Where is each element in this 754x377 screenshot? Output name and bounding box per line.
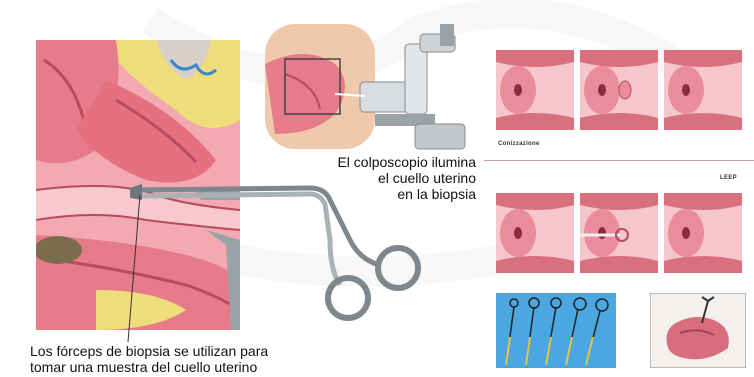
- colposcope-caption-line2: el cuello uterino: [276, 170, 476, 186]
- leep-panel-2: [580, 193, 658, 273]
- leep-panels: [496, 193, 746, 278]
- colposcope-caption-line1: El colposcopio ilumina: [276, 154, 476, 170]
- leep-panel-1: [496, 193, 574, 273]
- colposcope-caption-line3: en la biopsia: [276, 186, 476, 202]
- leep-electrodes-panel: [496, 293, 616, 368]
- conization-panel-1: [496, 50, 574, 130]
- forceps-caption: Los fórceps de biopsia se utilizan para …: [30, 343, 360, 375]
- leep-panel-3: [664, 193, 742, 273]
- conization-panel-2: [580, 50, 658, 130]
- conization-panel-3: [664, 50, 742, 130]
- conization-panels: [496, 50, 746, 135]
- forceps-caption-line1: Los fórceps de biopsia se utilizan para: [30, 343, 360, 359]
- leep-label: LEEP: [720, 175, 737, 181]
- forceps-caption-line2: tomar una muestra del cuello uterino: [30, 359, 360, 375]
- tissue-specimen-panel: [650, 293, 746, 368]
- colposcope-caption: El colposcopio ilumina el cuello uterino…: [276, 154, 476, 202]
- conization-label: Conizzazione: [498, 141, 540, 147]
- section-divider: [484, 160, 754, 161]
